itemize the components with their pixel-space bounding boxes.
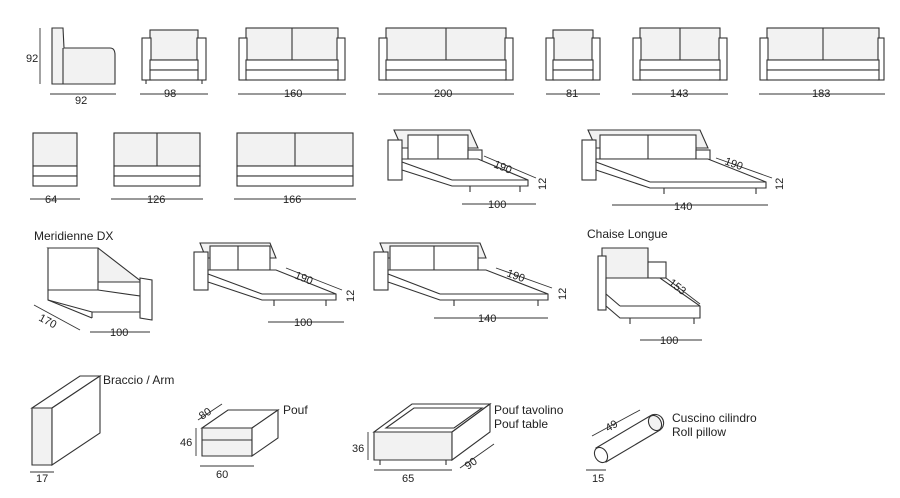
- dim-width-143: 143: [670, 88, 688, 100]
- chaise-longue: 153 100: [597, 247, 702, 347]
- dim-meridienne-depth-170: 170: [37, 312, 59, 331]
- dim-width-98: 98: [164, 88, 176, 100]
- dim-bed-width-140-d: 140: [478, 313, 496, 325]
- dim-bed-length-190-d: 190: [505, 268, 526, 286]
- dim-bed-length-190-b: 190: [723, 156, 744, 174]
- arm-piece: 17: [30, 374, 102, 485]
- sofa-bed-140-b: 190 12 140: [373, 242, 569, 325]
- sofa-bed-100: 190 12 100: [387, 129, 549, 211]
- dim-width-200: 200: [434, 88, 452, 100]
- dim-pillow-diameter-15: 15: [592, 473, 604, 485]
- module-64: 64: [30, 132, 80, 206]
- dim-pouf-table-depth-90: 90: [463, 456, 480, 473]
- dim-arm-width-17: 17: [36, 473, 48, 485]
- armchair-side-view: 92 92: [26, 27, 116, 107]
- dim-bed-height-12-c: 12: [345, 290, 357, 302]
- module-126: 126: [111, 132, 203, 206]
- module-166: 166: [234, 132, 356, 206]
- meridienne-label: Meridienne DX: [34, 229, 113, 243]
- pillow-label-it: Cuscino cilindro: [672, 411, 757, 425]
- pouf-table-label-en: Pouf table: [494, 417, 548, 431]
- dim-bed-height-12-b: 12: [774, 178, 786, 190]
- pouf-table-label-it: Pouf tavolino: [494, 403, 564, 417]
- dim-pouf-width-60: 60: [216, 469, 228, 481]
- dim-pillow-length-49: 49: [604, 418, 621, 435]
- pouf: 80 46 60: [180, 403, 280, 481]
- dim-bed-width-100-c: 100: [294, 317, 312, 329]
- arm-label: Braccio / Arm: [103, 373, 174, 387]
- pouf-table: 36 65 90: [352, 402, 495, 485]
- dim-chaise-width-100: 100: [660, 335, 678, 347]
- dim-width-81: 81: [566, 88, 578, 100]
- dim-pouf-depth-80: 80: [197, 406, 214, 423]
- roll-pillow: 49 15: [586, 409, 665, 485]
- dim-width-166: 166: [283, 194, 301, 206]
- dim-bed-width-100-a: 100: [488, 199, 506, 211]
- armchair-81: 81: [545, 29, 601, 100]
- dim-width-160: 160: [284, 88, 302, 100]
- sofa-bed-100-b: 190 12 100: [193, 242, 357, 329]
- dim-width-183: 183: [812, 88, 830, 100]
- dim-bed-height-12-a: 12: [537, 178, 549, 190]
- sofa-160: 160: [238, 27, 346, 100]
- dim-height-92: 92: [26, 53, 38, 65]
- dim-bed-height-12-d: 12: [557, 288, 569, 300]
- pouf-label: Pouf: [283, 403, 308, 417]
- dim-width-64: 64: [45, 194, 57, 206]
- pillow-label-en: Roll pillow: [672, 425, 726, 439]
- chaise-longue-label: Chaise Longue: [587, 227, 668, 241]
- dim-pouf-table-width-65: 65: [402, 473, 414, 485]
- dim-meridienne-width-100: 100: [110, 327, 128, 339]
- dim-depth-92: 92: [75, 95, 87, 107]
- dim-pouf-table-height-36: 36: [352, 443, 364, 455]
- sofa-183: 183: [759, 27, 885, 100]
- dim-bed-width-140-b: 140: [674, 201, 692, 213]
- armchair-front: 98: [140, 29, 208, 100]
- meridienne-dx: 170 100: [33, 247, 153, 339]
- dim-width-126: 126: [147, 194, 165, 206]
- sofa-200: 200: [378, 27, 514, 100]
- sofa-143: 143: [632, 27, 728, 100]
- sofa-bed-140: 190 12 140: [581, 129, 786, 213]
- dim-pouf-height-46: 46: [180, 437, 192, 449]
